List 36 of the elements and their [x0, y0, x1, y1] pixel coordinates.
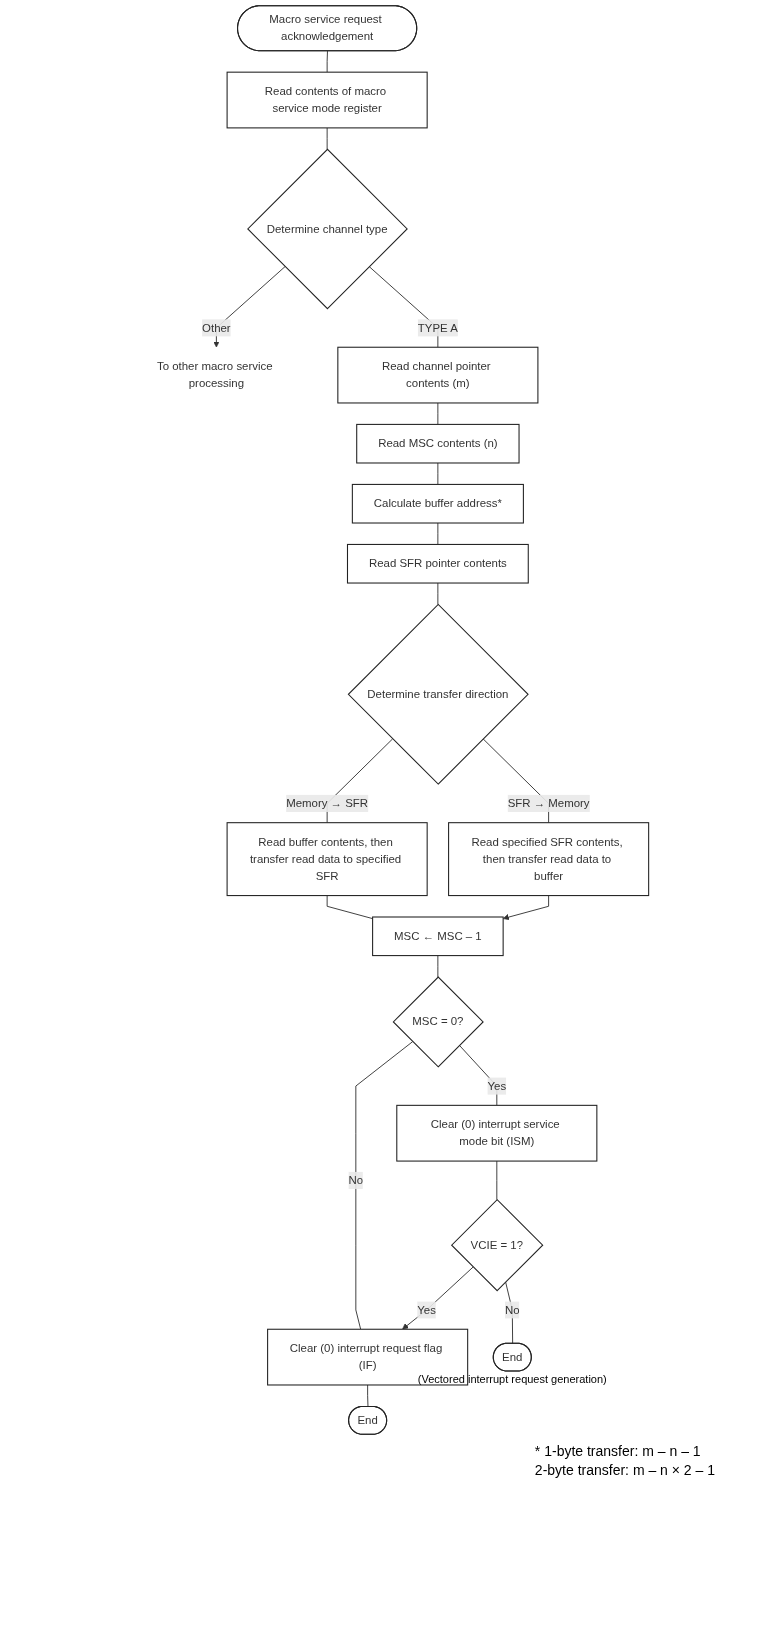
- node-box: Calculate buffer address*: [351, 483, 524, 524]
- edge-label: TYPE A: [417, 321, 458, 334]
- node-caption: (Vectored interrupt request generation): [417, 1373, 607, 1386]
- node-text: To other macro service processing: [156, 360, 273, 390]
- connector: [437, 462, 439, 485]
- connector: [326, 127, 328, 150]
- node-box: Read channel pointer contents (m): [337, 346, 539, 404]
- node-box: Read contents of macro service mode register: [226, 71, 428, 129]
- connector: [458, 1044, 498, 1106]
- connector: [437, 402, 439, 425]
- edge-label: Yes: [417, 1303, 436, 1316]
- connector: [437, 582, 439, 605]
- node-diamond: MSC = 0?: [392, 976, 484, 1068]
- connector: [496, 1160, 498, 1201]
- node-box: Read buffer contents, then transfer read data to specified SFR: [226, 822, 428, 897]
- edge-label: Memory → SFR: [286, 796, 369, 810]
- edge-label: No: [504, 1303, 520, 1316]
- node-box: Read SFR pointer contents: [346, 543, 529, 584]
- node-diamond: VCIE = 1?: [450, 1198, 544, 1292]
- connector: [326, 50, 328, 73]
- node-diamond: Determine channel type: [247, 148, 408, 310]
- edge-label: Yes: [487, 1079, 507, 1092]
- edge-label: Other: [202, 321, 231, 334]
- edge-label: SFR → Memory: [507, 796, 590, 810]
- connector: [355, 1041, 414, 1330]
- connector: [437, 522, 439, 545]
- connector: [437, 955, 439, 978]
- connector: [367, 1384, 369, 1408]
- edge-label: No: [348, 1173, 364, 1187]
- node-box: Read specified SFR contents, then transfer read data to buffer: [448, 822, 650, 897]
- footnote: 2-byte transfer: m – n × 2 – 1: [534, 1462, 715, 1478]
- node-diamond: Determine transfer direction: [347, 603, 529, 785]
- node-box: Clear (0) interrupt service mode bit (ISM): [396, 1104, 598, 1162]
- node-box: MSC ← MSC – 1: [372, 916, 504, 957]
- footnote: * 1-byte transfer: m – n – 1: [534, 1443, 702, 1459]
- node-box: Read MSC contents (n): [356, 423, 520, 464]
